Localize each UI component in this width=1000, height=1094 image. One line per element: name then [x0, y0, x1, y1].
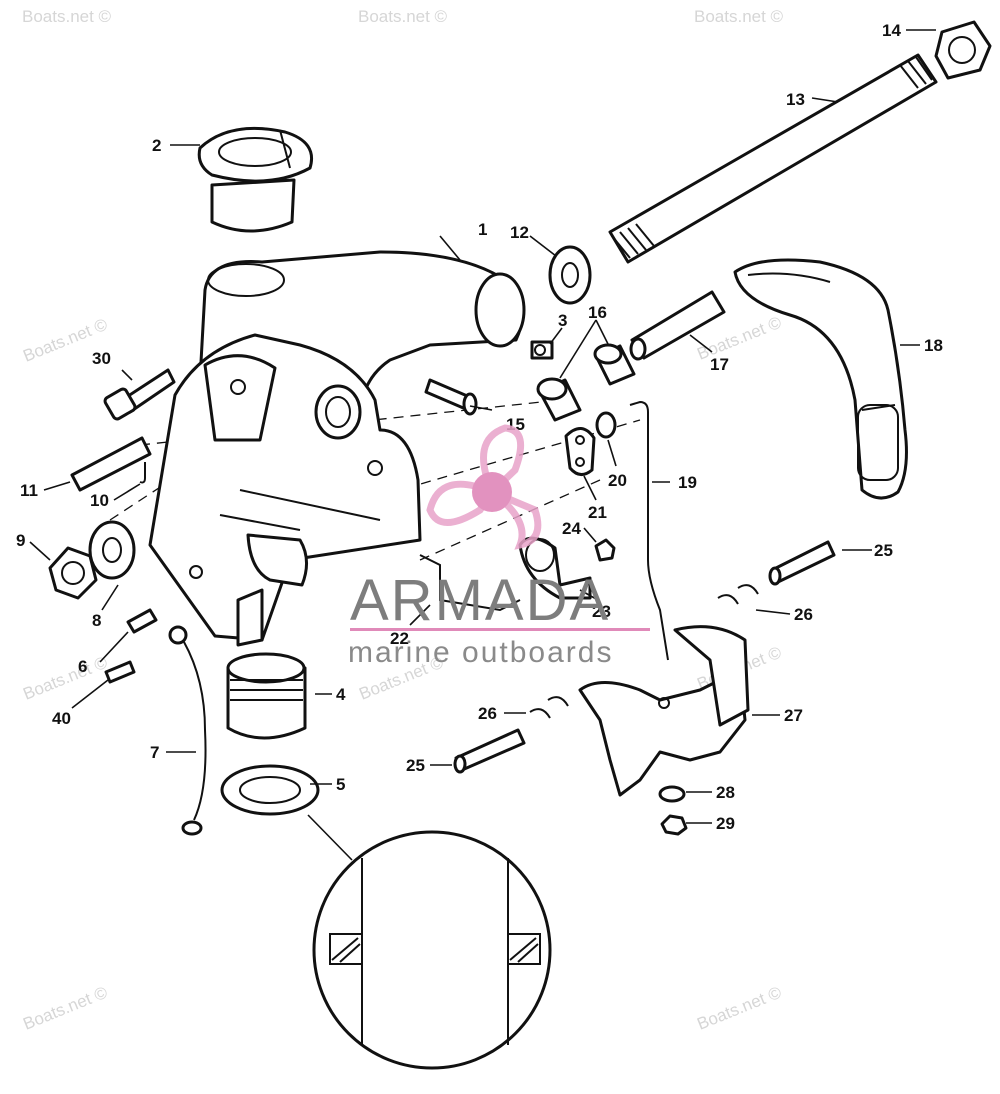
callout-20: 20: [608, 471, 627, 490]
pin-part-11: [70, 436, 152, 492]
watermark-text: Boats.net ©: [22, 7, 112, 26]
callout-10: 10: [90, 491, 109, 510]
callout-24: 24: [562, 519, 581, 538]
washer-part-28: [658, 785, 686, 803]
steering-link-part-18: [733, 258, 908, 500]
callout-numbers: 1 2 3 4 5 6 7 8 9 10 11 12 13 14 15 16 1…: [16, 21, 943, 833]
callout-3: 3: [558, 311, 567, 330]
long-bolt-part-13: [608, 53, 938, 264]
callout-5: 5: [336, 775, 345, 794]
rod-part-19: [629, 400, 669, 661]
callout-40: 40: [52, 709, 71, 728]
bracket-part-22: [419, 554, 521, 612]
seal-part-5: [220, 764, 320, 816]
swivel-bracket-part-1: [148, 250, 526, 647]
callout-19: 19: [678, 473, 697, 492]
clips-part-26-lower: [529, 696, 569, 719]
callout-2: 2: [152, 136, 161, 155]
watermark-text: Boats.net ©: [358, 7, 448, 26]
pin-part-17: [629, 290, 726, 361]
grease-fitting-part-3: [530, 340, 554, 360]
callout-17: 17: [710, 355, 729, 374]
callout-25-lower: 25: [406, 756, 425, 775]
watermark-text: Boats.net ©: [694, 983, 784, 1034]
callout-16: 16: [588, 303, 607, 322]
callout-8: 8: [92, 611, 101, 630]
ground-wire-part-7: [168, 625, 207, 836]
seal-detail-view: [307, 814, 552, 1070]
armada-logo: ARMADA marine outboards: [348, 424, 650, 669]
callout-29: 29: [716, 814, 735, 833]
clamp-bracket-part-27: [578, 625, 750, 797]
bushings-part-16: [536, 343, 636, 422]
washer-part-8: [88, 520, 136, 580]
callout-30: 30: [92, 349, 111, 368]
plate-part-21: [564, 427, 596, 476]
propeller-icon: [426, 424, 542, 550]
callout-9: 9: [16, 531, 25, 550]
callout-12: 12: [510, 223, 529, 242]
cotter-part-10: [139, 462, 146, 484]
leader-lines: [29, 29, 936, 824]
cap-screw-part-30: [103, 368, 176, 421]
bushing-part-2: [197, 126, 313, 233]
nut-part-24: [594, 538, 616, 562]
callout-28: 28: [716, 783, 735, 802]
callout-22: 22: [390, 629, 409, 648]
callout-25-upper: 25: [874, 541, 893, 560]
watermark-text: Boats.net ©: [20, 983, 110, 1034]
washer-part-12: [548, 245, 592, 305]
callout-26-upper: 26: [794, 605, 813, 624]
callout-26-lower: 26: [478, 704, 497, 723]
watermark-text: Boats.net ©: [694, 7, 784, 26]
watermark-text: Boats.net ©: [20, 653, 110, 704]
screw-part-6: [126, 608, 158, 634]
callout-4: 4: [336, 685, 346, 704]
callout-13: 13: [786, 90, 805, 109]
logo-subtitle: marine outboards: [348, 636, 613, 669]
callout-18: 18: [924, 336, 943, 355]
bolt-part-15: [424, 378, 478, 416]
bushing-part-4: [226, 652, 307, 740]
logo-title: ARMADA: [350, 568, 610, 633]
screw-part-40: [104, 660, 136, 684]
callout-27: 27: [784, 706, 803, 725]
nut-part-29: [660, 814, 688, 836]
callout-1: 1: [478, 220, 487, 239]
washer-part-20: [595, 411, 617, 439]
callout-21: 21: [588, 503, 607, 522]
nut-part-9: [48, 546, 98, 600]
callout-11: 11: [20, 481, 38, 500]
callout-7: 7: [150, 743, 159, 762]
pin-part-25-lower: [453, 728, 526, 774]
callout-14: 14: [882, 21, 901, 40]
callout-23: 23: [592, 602, 611, 621]
pin-part-25-upper: [768, 540, 836, 586]
clips-part-26-upper: [717, 584, 759, 605]
logo-rule: [350, 628, 650, 631]
callout-6: 6: [78, 657, 87, 676]
nut-part-14: [934, 20, 992, 80]
